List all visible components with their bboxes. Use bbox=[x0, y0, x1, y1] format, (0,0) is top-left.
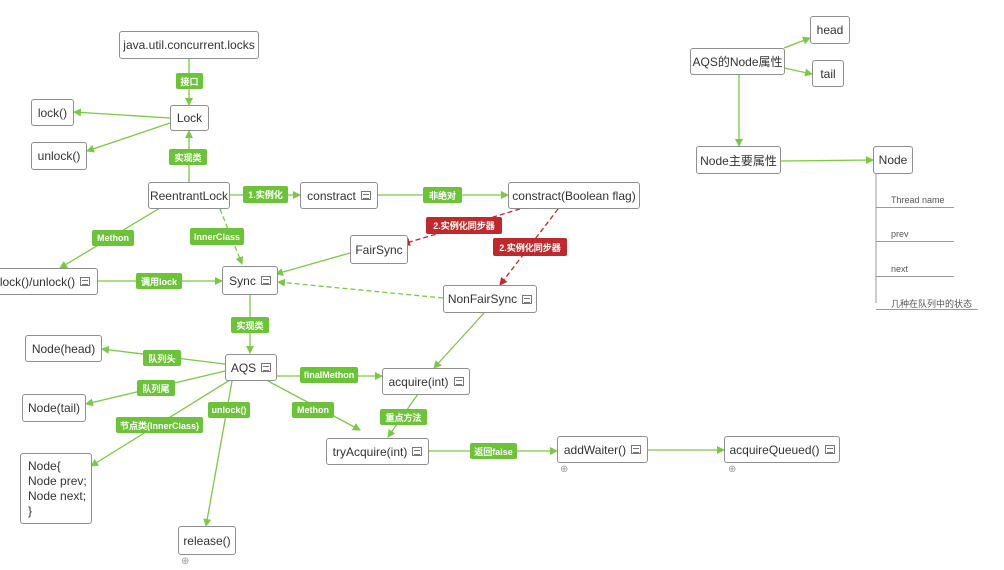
node-text: java.util.concurrent.locks bbox=[123, 38, 255, 52]
edge-nonfair-sync bbox=[277, 278, 444, 299]
node-text: Lock bbox=[176, 111, 203, 125]
label-non-absolute: 非绝对 bbox=[423, 187, 462, 203]
note-icon bbox=[412, 447, 423, 456]
node-text: Node(head) bbox=[31, 341, 96, 356]
node-lock-unlock[interactable]: lock()/unlock() bbox=[0, 268, 98, 295]
node-text: ReentrantLock bbox=[149, 188, 229, 203]
expand-icon[interactable]: ⊕ bbox=[181, 556, 190, 567]
note-icon bbox=[80, 277, 91, 286]
note-icon bbox=[453, 377, 464, 386]
node-sync[interactable]: Sync bbox=[222, 266, 278, 295]
node-text: Node{ Node prev; Node next; } bbox=[28, 459, 87, 518]
node-attr-underline bbox=[876, 309, 978, 310]
expand-icon[interactable]: ⊕ bbox=[728, 464, 737, 475]
node-lock[interactable]: Lock bbox=[170, 105, 209, 131]
node-reentrantlock[interactable]: ReentrantLock bbox=[148, 182, 230, 209]
node-text: tail bbox=[820, 66, 836, 81]
label-instantiate-sync-b: 2.实例化同步器 bbox=[493, 238, 567, 256]
node-tail[interactable]: tail bbox=[812, 60, 844, 87]
node-text: release() bbox=[183, 533, 231, 548]
label-instantiate-1: 1.实例化 bbox=[243, 186, 288, 203]
node-text: lock()/unlock() bbox=[0, 274, 76, 289]
label-queue-tail: 队列尾 bbox=[137, 380, 175, 396]
label-methon-1: Methon bbox=[92, 230, 134, 246]
node-acquire[interactable]: acquire(int) bbox=[382, 368, 470, 395]
node-release[interactable]: release() bbox=[178, 526, 236, 555]
node-text: constract(Boolean flag) bbox=[512, 188, 636, 203]
node-attr-states: 几种在队列中的状态 bbox=[891, 299, 973, 309]
node-nonfairsync[interactable]: NonFairSync bbox=[443, 285, 537, 313]
node-text: NonFairSync bbox=[447, 292, 518, 306]
node-java-util-concurrent-locks[interactable]: java.util.concurrent.locks bbox=[119, 31, 259, 59]
edge-flag-fair bbox=[402, 208, 521, 246]
node-text: acquire(int) bbox=[388, 374, 449, 389]
edge-nodemain-node bbox=[780, 156, 874, 165]
note-icon bbox=[631, 445, 642, 454]
node-addwaiter[interactable]: addWaiter() bbox=[557, 436, 648, 463]
label-return-false: 返回false bbox=[470, 443, 517, 459]
label-methon-2: Methon bbox=[292, 402, 334, 418]
node-text: tryAcquire(int) bbox=[332, 444, 408, 459]
node-attr-underline bbox=[876, 241, 954, 242]
node-attr-prev: prev bbox=[891, 229, 909, 239]
edge-aqsattr-head bbox=[783, 36, 811, 49]
node-attr-underline bbox=[876, 207, 954, 208]
node-text: acquireQueued() bbox=[729, 442, 820, 457]
label-final-methon: finalMethon bbox=[300, 367, 358, 383]
label-queue-head: 队列头 bbox=[143, 350, 181, 366]
node-attr-underline bbox=[876, 276, 954, 277]
node-text: head bbox=[816, 23, 844, 37]
label-call-lock: 调用lock bbox=[136, 273, 182, 289]
node-node-tail[interactable]: Node(tail) bbox=[22, 394, 86, 422]
node-node-head[interactable]: Node(head) bbox=[25, 335, 102, 362]
label-key-method: 重点方法 bbox=[380, 409, 427, 425]
node-unlock-method[interactable]: unlock() bbox=[31, 142, 87, 170]
label-unlock: unlock() bbox=[208, 402, 250, 418]
label-instantiate-sync-a: 2.实例化同步器 bbox=[426, 217, 502, 234]
node-text: addWaiter() bbox=[563, 442, 627, 457]
node-fairsync[interactable]: FairSync bbox=[350, 235, 408, 264]
node-constract[interactable]: constract bbox=[300, 182, 378, 209]
edge-nonfair-acquire bbox=[433, 312, 485, 369]
node-aqs-node-attr[interactable]: AQS的Node属性 bbox=[690, 48, 785, 75]
edge-lock-unlockm bbox=[86, 122, 171, 153]
label-innerclass: InnerClass bbox=[190, 228, 244, 245]
node-text: constract bbox=[307, 188, 356, 203]
note-icon bbox=[261, 363, 272, 372]
node-tryacquire[interactable]: tryAcquire(int) bbox=[326, 438, 429, 465]
node-text: AQS的Node属性 bbox=[692, 55, 783, 69]
node-attr-next: next bbox=[891, 264, 909, 274]
note-icon bbox=[824, 445, 835, 454]
edge-reentrant-sync bbox=[219, 208, 244, 265]
node-acquirequeued[interactable]: acquireQueued() bbox=[724, 436, 840, 463]
node-node-right[interactable]: Node bbox=[873, 146, 913, 174]
edge-lock-lockm bbox=[73, 108, 171, 119]
edge-aqsattr-tail bbox=[783, 67, 813, 77]
label-impl-class-1: 实现类 bbox=[169, 149, 207, 165]
node-text: FairSync bbox=[355, 242, 403, 257]
node-constract-boolean-flag[interactable]: constract(Boolean flag) bbox=[508, 182, 640, 209]
note-icon bbox=[260, 276, 271, 285]
note-icon bbox=[522, 294, 533, 304]
label-interface: 接口 bbox=[176, 73, 203, 89]
label-node-class: 节点类(InnerClass) bbox=[116, 417, 203, 433]
node-node-struct[interactable]: Node{ Node prev; Node next; } bbox=[20, 453, 92, 524]
node-text: unlock() bbox=[37, 149, 81, 163]
node-text: Node bbox=[878, 153, 908, 167]
node-attr-thread-name: Thread name bbox=[891, 195, 945, 205]
node-lock-method[interactable]: lock() bbox=[31, 99, 74, 126]
edge-fair-sync bbox=[275, 252, 351, 276]
label-impl-class-2: 实现类 bbox=[231, 317, 269, 333]
node-text: AQS bbox=[230, 360, 257, 375]
node-text: Node(tail) bbox=[27, 401, 81, 415]
note-icon bbox=[360, 191, 371, 200]
node-text: Sync bbox=[229, 273, 256, 288]
node-head[interactable]: head bbox=[810, 16, 850, 44]
node-node-main-attr[interactable]: Node主要属性 bbox=[696, 146, 781, 174]
expand-icon[interactable]: ⊕ bbox=[560, 464, 569, 475]
node-aqs[interactable]: AQS bbox=[225, 354, 277, 381]
node-text: lock() bbox=[37, 105, 68, 120]
node-text: Node主要属性 bbox=[700, 153, 777, 168]
